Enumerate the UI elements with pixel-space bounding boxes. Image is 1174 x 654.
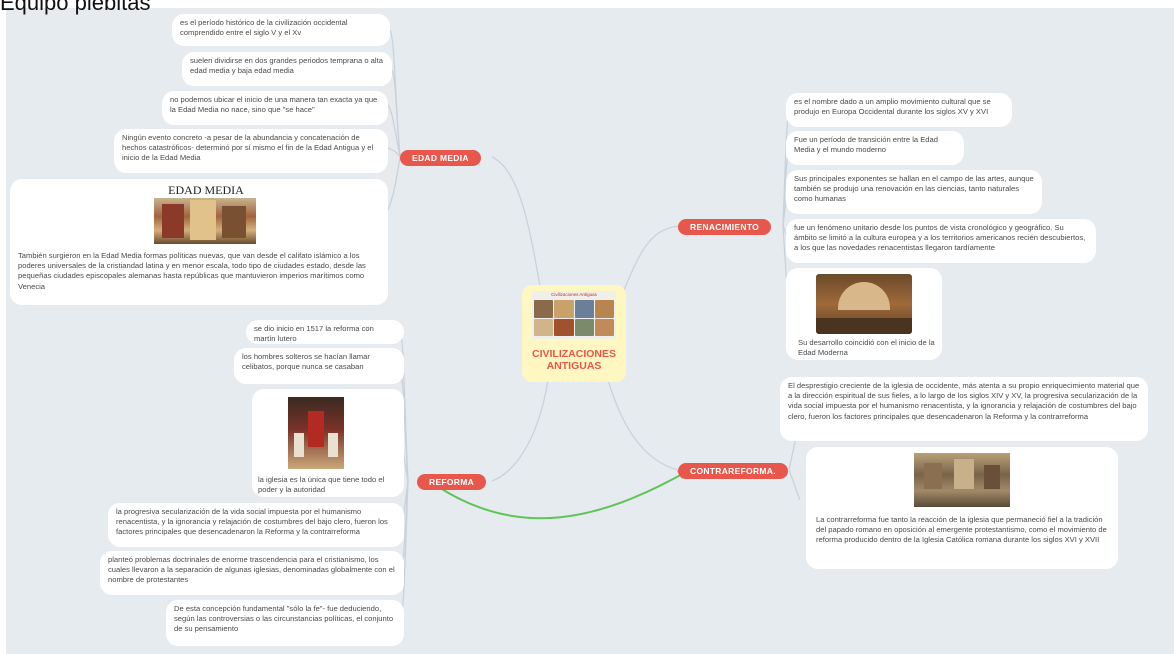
central-title-line-2: ANTIGUAS	[546, 360, 602, 372]
central-topic-image: Civilizaciones Antiguas	[532, 291, 616, 339]
link-center-contrareforma	[607, 379, 679, 471]
renacimiento-node-3[interactable]: Sus principales exponentes se hallan en …	[786, 170, 1042, 214]
renacimiento-node-5-text: Su desarrollo coincidió con el inicio de…	[798, 338, 935, 358]
renacimiento-node-5[interactable]: Su desarrollo coincidió con el inicio de…	[786, 268, 942, 360]
renacimiento-node-2[interactable]: Fue un período de transición entre la Ed…	[786, 131, 964, 165]
central-image-caption: Civilizaciones Antiguas	[551, 292, 597, 297]
link-center-renacimiento	[619, 225, 679, 301]
central-topic-title: CIVILIZACIONES ANTIGUAS	[522, 348, 626, 372]
edad-media-node-4[interactable]: Ningún evento concreto -a pesar de la ab…	[114, 129, 388, 173]
central-title-line-1: CIVILIZACIONES	[531, 348, 616, 360]
branch-renacimiento[interactable]: RENACIMIENTO	[678, 219, 772, 235]
edad-media-node-3[interactable]: no podemos ubicar el inicio de una maner…	[162, 91, 388, 125]
reforma-node-5[interactable]: planteó problemas doctrinales de enorme …	[100, 551, 404, 595]
link-center-edad-media	[491, 156, 541, 287]
reforma-node-2[interactable]: los hombres solteros se hacían llamar ce…	[234, 348, 404, 384]
relation-arrow	[436, 471, 687, 520]
edad-media-node-5-text: También surgieron en la Edad Media forma…	[18, 251, 366, 291]
renacimiento-illustration	[816, 274, 912, 334]
contrareforma-illustration	[914, 453, 1010, 507]
reforma-illustration	[288, 397, 344, 469]
link-center-reforma	[491, 379, 549, 482]
renacimiento-node-1[interactable]: es el nombre dado a un amplio movimiento…	[786, 93, 1012, 127]
contrareforma-node-2-text: La contrarreforma fue tanto la reacción …	[816, 515, 1107, 545]
page-title: Equipo plebitas	[0, 0, 151, 15]
central-topic[interactable]: Civilizaciones Antiguas CIVILIZACIONES A…	[522, 285, 626, 382]
edad-media-node-2[interactable]: suelen dividirse en dos grandes periodos…	[182, 52, 392, 86]
image-mosaic	[534, 300, 614, 336]
edad-media-node-1[interactable]: es el período histórico de la civilizaci…	[172, 14, 390, 46]
edad-media-illustration	[154, 198, 256, 244]
reforma-node-1[interactable]: se dio inicio en 1517 la reforma con mar…	[246, 320, 404, 344]
branch-reforma[interactable]: REFORMA	[417, 474, 487, 490]
edad-media-node-5[interactable]: EDAD MEDIA También surgieron en la Edad …	[10, 179, 388, 305]
reforma-node-3[interactable]: la iglesia es la única que tiene todo el…	[252, 389, 404, 497]
edad-media-image-title: EDAD MEDIA	[168, 183, 244, 197]
renacimiento-node-4[interactable]: fue un fenómeno unitario desde los punto…	[786, 219, 1096, 263]
reforma-node-3-text: la iglesia es la única que tiene todo el…	[258, 475, 385, 495]
reforma-node-4[interactable]: la progresiva secularización de la vida …	[108, 503, 404, 547]
contrareforma-node-1[interactable]: El desprestigio creciente de la iglesia …	[780, 377, 1148, 441]
reforma-node-6[interactable]: De esta concepción fundamental "sólo la …	[166, 600, 404, 646]
contrareforma-node-2[interactable]: La contrarreforma fue tanto la reacción …	[806, 447, 1118, 569]
branch-contrareforma[interactable]: CONTRAREFORMA.	[678, 463, 788, 479]
branch-edad-media[interactable]: EDAD MEDIA	[400, 150, 481, 166]
